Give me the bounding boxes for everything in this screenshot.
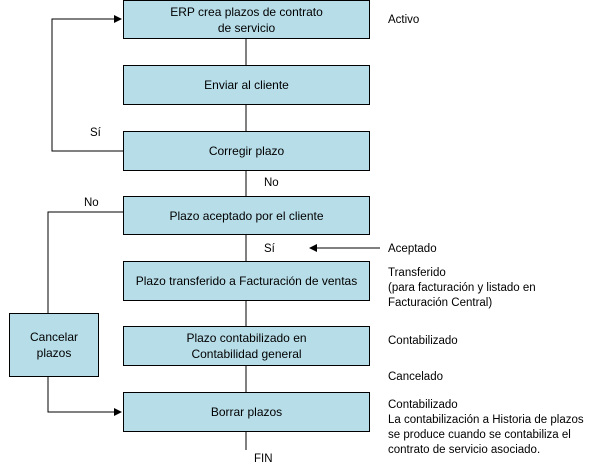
status-cancelado: Cancelado [388, 371, 443, 383]
box-plazo-contabilizado: Plazo contabilizado en Contabilidad gene… [123, 326, 370, 366]
box-borrar-plazos: Borrar plazos [123, 392, 370, 432]
label-no-aceptado: No [84, 197, 99, 209]
label-si-loop: Sí [90, 127, 101, 139]
label-no-corregir: No [264, 177, 279, 189]
loop-no-line [47, 211, 123, 313]
label-fin: FIN [254, 453, 273, 465]
status-aceptado: Aceptado [388, 243, 437, 255]
box-plazo-aceptado: Plazo aceptado por el cliente [123, 196, 370, 235]
label-si-aceptado: Sí [264, 243, 275, 255]
status-contabilizado: Contabilizado [388, 335, 458, 347]
box-enviar-al-cliente: Enviar al cliente [123, 65, 370, 105]
cancel-to-borrar-arrow [47, 377, 122, 416]
box-plazo-transferido: Plazo transferido a Facturación de venta… [123, 261, 370, 301]
box-corregir-plazo: Corregir plazo [123, 131, 370, 171]
status-transferido: Transferido (para facturación y listado … [388, 267, 536, 309]
status-contabilizado-final: Contabilizado La contabilización a Histo… [388, 399, 584, 456]
box-erp-crea-plazos: ERP crea plazos de contrato de servicio [123, 0, 370, 39]
box-cancelar-plazos: Cancelar plazos [9, 313, 99, 377]
loop-si-arrow [51, 15, 123, 152]
status-activo: Activo [388, 14, 420, 26]
